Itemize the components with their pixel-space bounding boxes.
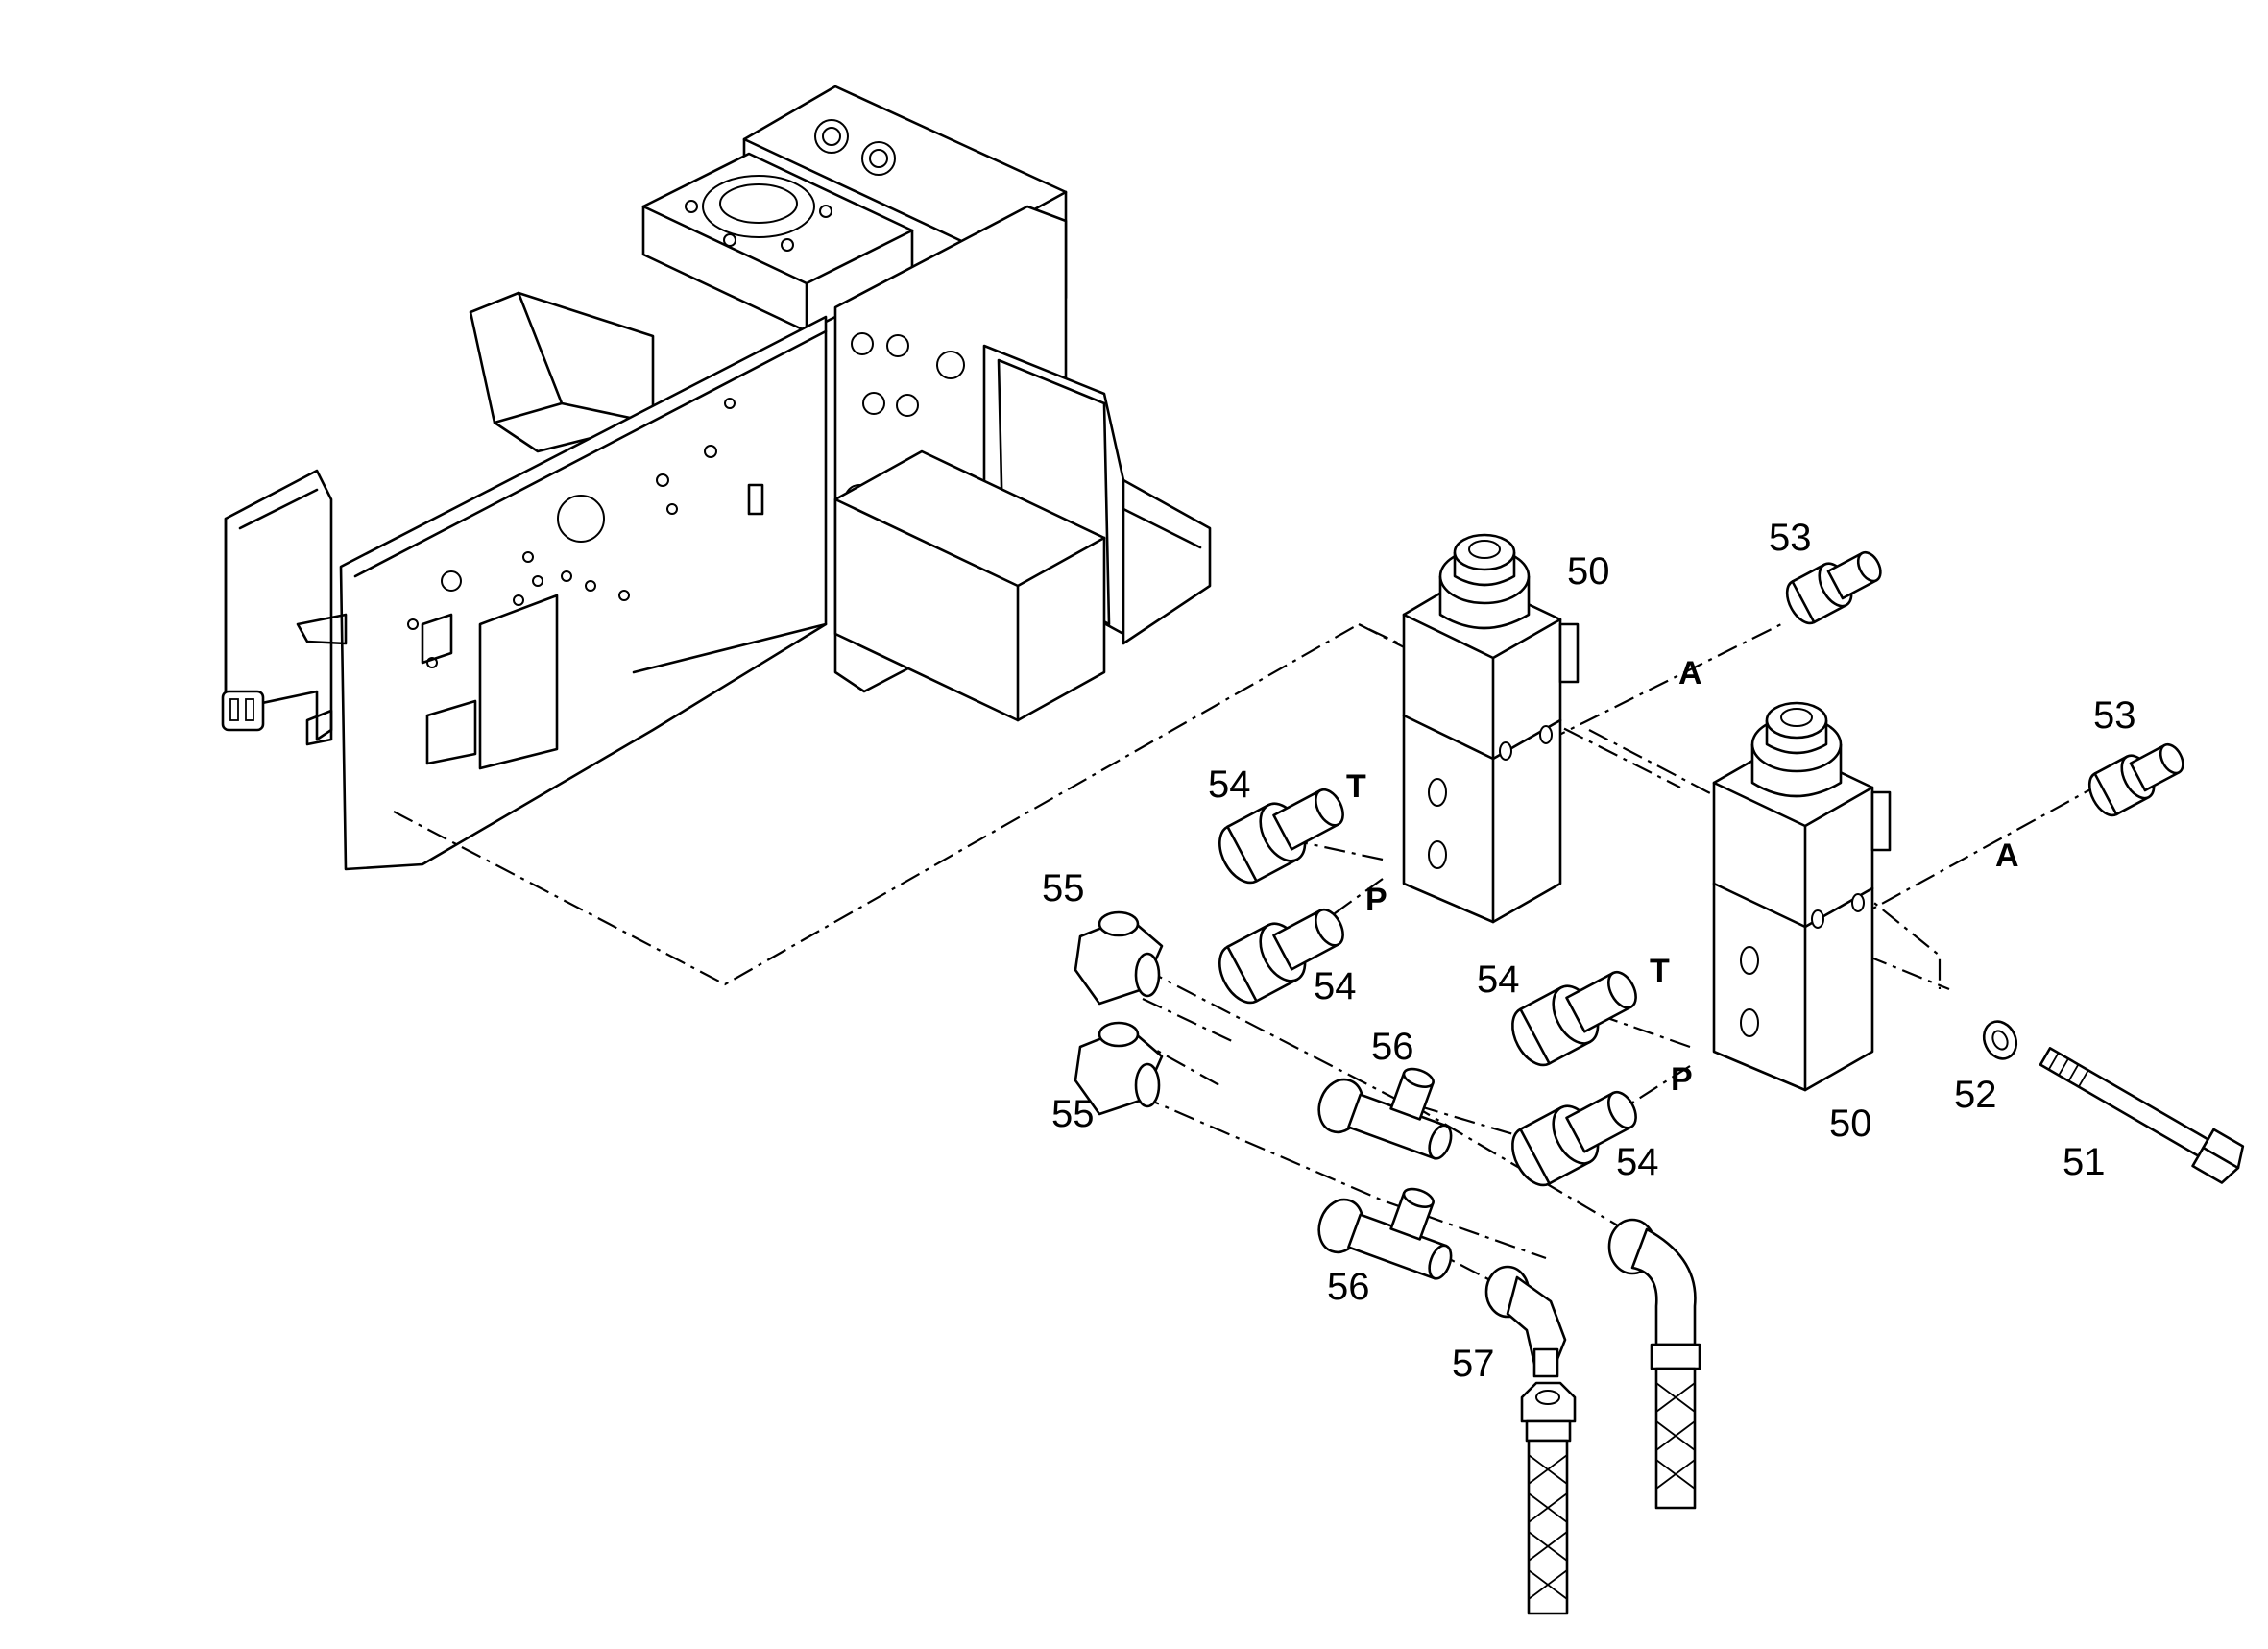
valve-50-lower[interactable] bbox=[1712, 701, 1892, 1092]
plug-53-upper[interactable] bbox=[1780, 542, 1889, 628]
callout-labels: 50 50 51 52 53 53 54 54 54 54 55 55 56 5… bbox=[1042, 517, 2136, 1385]
callout-tee-upper: 56 bbox=[1371, 1026, 1414, 1068]
callout-elbow-lower: 55 bbox=[1051, 1093, 1095, 1135]
tee-56-upper[interactable] bbox=[1312, 1042, 1470, 1171]
port-lower-p: P bbox=[1671, 1061, 1693, 1098]
bolt-51[interactable] bbox=[2035, 1038, 2249, 1186]
callout-fitting-upper-p: 54 bbox=[1314, 965, 1357, 1007]
callout-elbow-57: 57 bbox=[1452, 1343, 1495, 1385]
elbow-57[interactable] bbox=[1484, 1265, 1567, 1378]
callout-tee-lower: 56 bbox=[1327, 1266, 1370, 1308]
tee-56-lower[interactable] bbox=[1312, 1162, 1470, 1291]
callout-fitting-lower-t: 54 bbox=[1477, 958, 1520, 1001]
port-lower-t: T bbox=[1650, 953, 1670, 989]
hose-right[interactable] bbox=[1607, 1218, 1701, 1510]
fitting-54-upper-p[interactable] bbox=[1211, 895, 1354, 1010]
callout-valve-upper: 50 bbox=[1567, 550, 1610, 593]
washer-52[interactable] bbox=[1978, 1016, 2022, 1064]
port-upper-t: T bbox=[1346, 768, 1366, 805]
callout-valve-lower: 50 bbox=[1829, 1103, 1872, 1145]
callout-fitting-upper-t: 54 bbox=[1208, 764, 1251, 806]
callout-elbow-upper: 55 bbox=[1042, 867, 1085, 909]
port-lower-a: A bbox=[1995, 837, 2019, 874]
elbow-55-upper[interactable] bbox=[1074, 910, 1164, 1006]
plug-53-lower[interactable] bbox=[2083, 734, 2191, 820]
frame-assembly bbox=[221, 85, 1212, 871]
elbow-55-lower[interactable] bbox=[1074, 1021, 1164, 1116]
callout-plug-lower: 53 bbox=[2093, 694, 2136, 737]
hose-left[interactable] bbox=[1520, 1381, 1577, 1615]
fitting-54-lower-t[interactable] bbox=[1504, 958, 1647, 1073]
fitting-54-upper-t[interactable] bbox=[1211, 775, 1354, 890]
callout-plug-upper: 53 bbox=[1769, 517, 1812, 559]
port-labels: A T P A T P bbox=[1346, 655, 2019, 1098]
callout-fitting-lower-p: 54 bbox=[1616, 1141, 1659, 1183]
port-upper-p: P bbox=[1365, 882, 1387, 918]
callout-washer: 52 bbox=[1954, 1074, 1997, 1116]
fitting-54-lower-p[interactable] bbox=[1504, 1078, 1647, 1193]
port-upper-a: A bbox=[1678, 655, 1702, 691]
callout-bolt: 51 bbox=[2063, 1141, 2106, 1183]
valve-50-upper[interactable] bbox=[1402, 533, 1580, 924]
